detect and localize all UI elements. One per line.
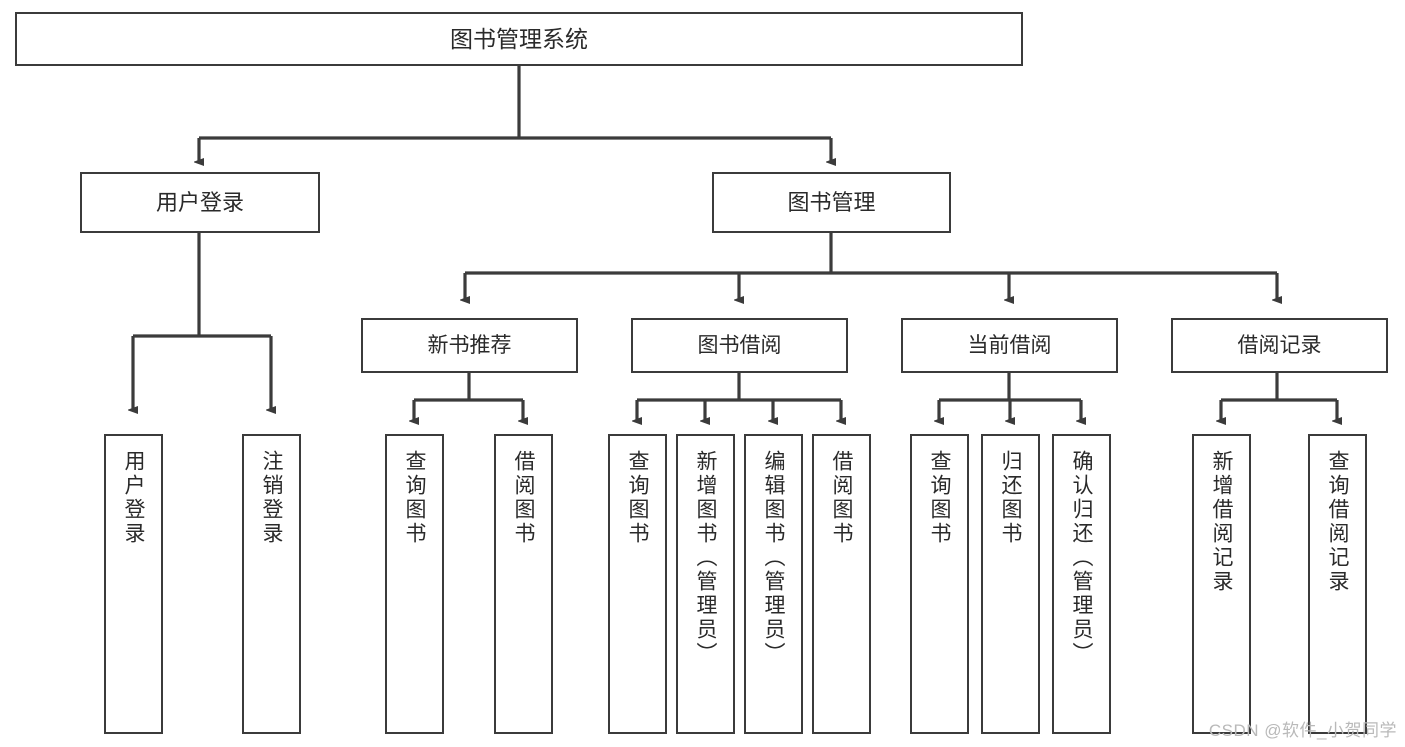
node-label: 图书管理系统 — [450, 25, 588, 52]
node-label: 图书借阅 — [697, 334, 782, 357]
node-label: 新增图书（管理员） — [694, 450, 717, 666]
leaf-logout[interactable]: 注销登录 — [242, 434, 301, 734]
node-label: 查询借阅记录 — [1326, 450, 1349, 594]
node-label: 编辑图书（管理员） — [762, 450, 785, 666]
node-label: 注销登录 — [260, 450, 283, 546]
leaf-borrow-book[interactable]: 借阅图书 — [812, 434, 871, 734]
leaf-edit-book-admin[interactable]: 编辑图书（管理员） — [744, 434, 803, 734]
node-label: 借阅图书 — [512, 450, 535, 546]
node-label: 借阅记录 — [1237, 334, 1322, 357]
node-label: 新书推荐 — [427, 334, 512, 357]
leaf-query-book-recommend[interactable]: 查询图书 — [385, 434, 444, 734]
node-label: 当前借阅 — [967, 334, 1052, 357]
node-label: 用户登录 — [155, 189, 244, 215]
leaf-add-borrow-record[interactable]: 新增借阅记录 — [1192, 434, 1251, 734]
node-borrow-record[interactable]: 借阅记录 — [1171, 318, 1388, 373]
leaf-return-book[interactable]: 归还图书 — [981, 434, 1040, 734]
node-label: 用户登录 — [122, 450, 145, 546]
watermark-text: CSDN @软件_小贺同学 — [1208, 721, 1397, 740]
leaf-confirm-return-admin[interactable]: 确认归还（管理员） — [1052, 434, 1111, 734]
node-label: 确认归还（管理员） — [1070, 450, 1093, 666]
node-label: 新增借阅记录 — [1210, 450, 1233, 594]
leaf-query-borrow-record[interactable]: 查询借阅记录 — [1308, 434, 1367, 734]
node-label: 查询图书 — [928, 450, 951, 546]
leaf-borrow-book-recommend[interactable]: 借阅图书 — [494, 434, 553, 734]
node-label: 借阅图书 — [830, 450, 853, 546]
leaf-query-book-current[interactable]: 查询图书 — [910, 434, 969, 734]
node-book-management[interactable]: 图书管理 — [712, 172, 951, 233]
leaf-user-login[interactable]: 用户登录 — [104, 434, 163, 734]
node-label: 查询图书 — [626, 450, 649, 546]
node-root-book-management-system[interactable]: 图书管理系统 — [15, 12, 1023, 66]
node-label: 归还图书 — [999, 450, 1022, 546]
node-current-borrow[interactable]: 当前借阅 — [901, 318, 1118, 373]
node-label: 查询图书 — [403, 450, 426, 546]
node-user-login[interactable]: 用户登录 — [80, 172, 320, 233]
leaf-add-book-admin[interactable]: 新增图书（管理员） — [676, 434, 735, 734]
node-new-book-recommend[interactable]: 新书推荐 — [361, 318, 578, 373]
node-label: 图书管理 — [787, 189, 876, 215]
node-book-borrow[interactable]: 图书借阅 — [631, 318, 848, 373]
leaf-query-book-borrow[interactable]: 查询图书 — [608, 434, 667, 734]
